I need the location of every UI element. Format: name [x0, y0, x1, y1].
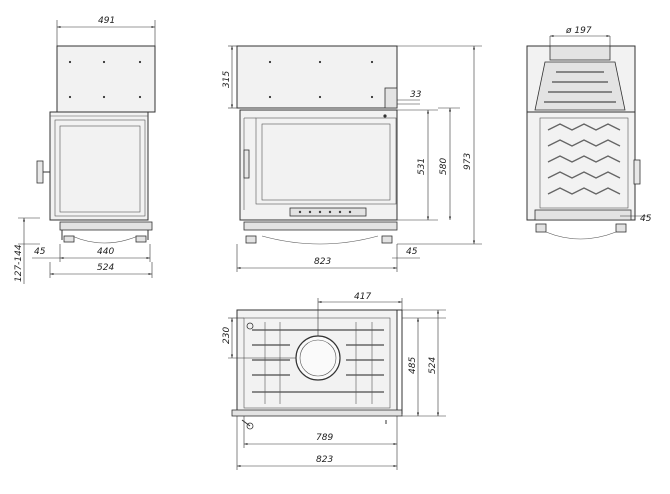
- door-handle: [36, 160, 44, 184]
- plan-outlet-offset-label: 417: [354, 292, 371, 302]
- plan-view: 417 230 485 524 789 823: [222, 292, 446, 470]
- side-flue-diameter-label: ø 197: [565, 26, 592, 36]
- corner-base-offset-label: 45: [406, 247, 418, 257]
- front-width-base-label: 524: [97, 263, 114, 273]
- plan-depth-outlet-label: 230: [222, 327, 232, 344]
- front-width-top-label: 491: [98, 16, 115, 26]
- corner-view: 315 33 531 580 973 823 45: [222, 45, 482, 272]
- corner-height-door-label: 580: [439, 158, 449, 175]
- corner-height-total-label: 973: [463, 153, 473, 170]
- plan-depth-inner-label: 485: [408, 357, 418, 374]
- corner-width-total-label: 823: [314, 257, 331, 267]
- firebox-chevrons: [547, 123, 621, 195]
- front-view: 491 440 524 45 127-144: [14, 16, 156, 284]
- front-width-inner-label: 440: [97, 247, 114, 257]
- corner-height-inner-label: 531: [417, 158, 427, 175]
- flue-outlet: [295, 335, 341, 381]
- baffle-lines: [544, 71, 616, 103]
- corner-top-height-label: 315: [222, 71, 232, 88]
- grate-cross-ribs: [264, 322, 373, 404]
- hood-bolts: [68, 60, 142, 99]
- side-base-offset-label: 45: [640, 214, 652, 224]
- plan-width-inner-label: 789: [316, 433, 333, 443]
- corner-hood-bolts: [268, 60, 374, 99]
- plan-depth-total-label: 524: [428, 357, 438, 374]
- front-foot-height-label: 127-144: [14, 244, 24, 282]
- plan-width-total-label: 823: [316, 455, 333, 465]
- front-left-offset-label: 45: [34, 247, 46, 257]
- corner-top-offset-label: 33: [410, 90, 422, 100]
- corner-handle: [243, 149, 250, 179]
- side-handle: [633, 159, 641, 185]
- side-view: ø 197 45: [526, 26, 652, 240]
- air-control-dots: [298, 210, 352, 214]
